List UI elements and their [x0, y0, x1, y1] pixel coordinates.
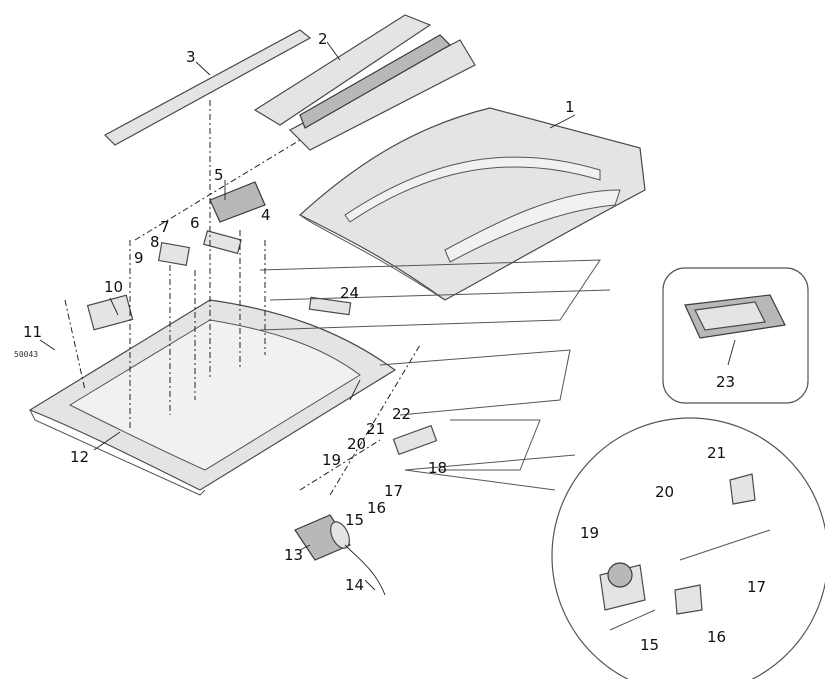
detail-callout-17: 17 [747, 578, 766, 596]
callout-24: 24 [340, 284, 359, 302]
control-box-part-5 [209, 181, 266, 223]
callout-1: 1 [565, 98, 575, 116]
lamp-housing-part-2 [253, 14, 476, 151]
brackets-group [86, 230, 352, 331]
callout-19: 19 [322, 451, 341, 469]
callout-16: 16 [367, 499, 386, 517]
detail-callout-16: 16 [707, 628, 726, 646]
callout-4: 4 [261, 206, 271, 224]
callout-15: 15 [345, 511, 364, 529]
callout-5: 5 [214, 166, 224, 184]
control-panel-inset [662, 267, 809, 404]
valve-parts-18-22 [392, 424, 438, 456]
callout-8: 8 [150, 233, 160, 251]
guide-rails [259, 259, 611, 471]
callout-22: 22 [392, 405, 411, 423]
callout-18: 18 [428, 459, 447, 477]
detail-callout-15: 15 [640, 636, 659, 654]
callout-12: 12 [70, 448, 89, 466]
callout-21: 21 [366, 420, 385, 438]
callout-3: 3 [186, 48, 196, 66]
callout-13: 13 [284, 546, 303, 564]
mounting-rail-part-3 [104, 29, 312, 146]
callout-17: 17 [384, 482, 403, 500]
callout-2: 2 [318, 30, 328, 48]
callout-20: 20 [347, 435, 366, 453]
cylinder-part-13 [294, 514, 351, 561]
callout-9: 9 [134, 249, 144, 267]
base-frame-part-12 [28, 299, 397, 496]
callout-14: 14 [345, 576, 364, 594]
label-11-code: 50043 [14, 350, 38, 359]
callout-7: 7 [160, 218, 170, 236]
hose-part-14 [344, 544, 386, 596]
leader-lines [39, 41, 736, 591]
callouts-detail: 19 20 21 17 16 15 [580, 444, 766, 654]
roof-hood-part-1 [298, 107, 646, 301]
detail-callout-20: 20 [655, 483, 674, 501]
detail-callout-21: 21 [707, 444, 726, 462]
detail-callout-19: 19 [580, 524, 599, 542]
callout-10: 10 [104, 278, 123, 296]
callout-6: 6 [190, 214, 200, 232]
callout-23: 23 [716, 373, 735, 391]
callout-11: 11 [23, 323, 42, 341]
detail-zoom-circle [404, 417, 825, 679]
assembly-lines [64, 100, 421, 496]
callouts-main: 1 2 3 4 5 6 7 8 9 10 11 12 13 14 15 16 1… [14, 30, 735, 594]
